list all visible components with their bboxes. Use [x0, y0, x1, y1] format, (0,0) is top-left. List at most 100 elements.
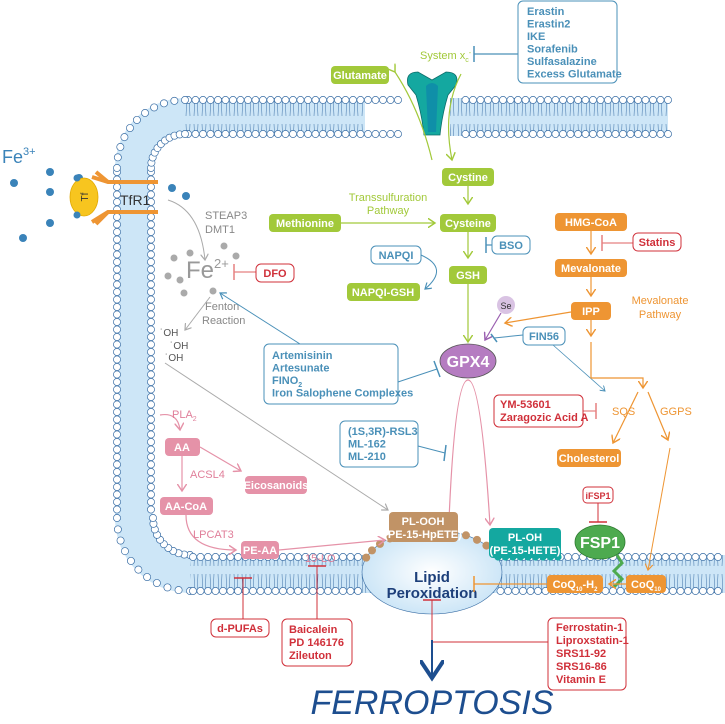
gpx4-inhibitor: Artesunate: [272, 363, 329, 375]
pl-oh-label-1: PL-OH: [508, 532, 542, 544]
radical-trapping-inhibitor: SRS11-92: [556, 648, 606, 660]
system-xc-label: System xc-: [420, 50, 472, 64]
gpx4-inhibitor: (1S,3R)-RSL3: [348, 426, 418, 438]
iron-ion: [164, 272, 172, 280]
radical-trapping-inhibitor: Liproxstatin-1: [556, 635, 629, 647]
lipid-peroxidation-label-2: Peroxidation: [387, 585, 478, 602]
iron-ion: [220, 242, 228, 250]
coq10h2-label: CoQ10-H2: [553, 579, 599, 593]
15-lo-label: 15-LO: [305, 553, 336, 565]
pl-ooh-node[interactable]: [389, 512, 458, 542]
gpx4-inhibitor: Iron Salophene Complexes: [272, 388, 413, 400]
lipid-peroxidation-label-1: Lipid: [414, 569, 450, 586]
steap3-label: STEAP3: [205, 210, 247, 222]
sqs-label: SQS: [612, 406, 635, 418]
ipp-node[interactable]: [571, 302, 611, 320]
xc-inhibitor: Erastin2: [527, 19, 570, 31]
ferroptosis-label: FERROPTOSIS: [310, 684, 553, 722]
gpx4-label: GPX4: [447, 354, 490, 371]
bso-node[interactable]: [491, 235, 531, 255]
iron-ion: [46, 168, 54, 176]
iron-ion: [170, 254, 178, 262]
fenton-label-2: Reaction: [202, 315, 245, 327]
gpx4-inhibitor: Artemisinin: [272, 350, 333, 362]
glutamate-label: Glutamate: [333, 70, 387, 82]
system-xc-transporter: [395, 72, 462, 160]
lpcat3-label: LPCAT3: [193, 529, 234, 541]
statins-node[interactable]: [632, 232, 682, 252]
sqs-inhibitors-box: [493, 394, 584, 428]
coq10h2-node[interactable]: [547, 575, 603, 593]
transferrin-receptor: [69, 170, 158, 226]
cysteine-label: Cysteine: [445, 218, 491, 230]
sqs-inhibitor: YM-53601: [500, 399, 551, 411]
napqi-label: NAPQI: [379, 250, 414, 262]
iron-ion: [19, 234, 27, 242]
radical-trapping-inhibitor-list: Ferrostatin-1Liproxstatin-1SRS11-92SRS16…: [556, 622, 629, 686]
iron-ion: [180, 289, 188, 297]
transferrin: [69, 177, 99, 217]
pl-oh-node[interactable]: [489, 528, 561, 558]
iron-ion: [209, 287, 217, 295]
15-lo-inhibitors-box: [281, 618, 353, 667]
cystine-node[interactable]: [442, 168, 494, 186]
cysteine-node[interactable]: [440, 214, 496, 232]
iron-ion: [46, 188, 54, 196]
pla2-label: PLA2: [172, 409, 197, 423]
sqs-inhibitor: Zaragozic Acid A: [500, 412, 588, 424]
methionine-node[interactable]: [269, 214, 341, 232]
pl-ooh-label-2: (PE-15-HpETE): [384, 529, 462, 541]
intracellular-iron-dots: [164, 242, 240, 297]
pe-aa-node[interactable]: [241, 541, 279, 559]
glutamate-node[interactable]: [331, 66, 389, 84]
coq10-node[interactable]: [626, 575, 666, 593]
eicosanoids-node[interactable]: [245, 476, 307, 494]
d-pufas-node[interactable]: [210, 618, 270, 638]
napqi-gsh-node[interactable]: [347, 283, 420, 301]
mevalonate-pathway-label-2: Pathway: [639, 309, 682, 321]
xc-inhibitor: Erastin: [527, 6, 565, 18]
radical-trapping-inhibitor: SRS16-86: [556, 661, 607, 673]
hmg-coa-label: HMG-CoA: [565, 217, 617, 229]
cholesterol-node[interactable]: [557, 449, 621, 467]
aa-coa-label: AA-CoA: [165, 501, 207, 513]
coq10-label: CoQ10: [631, 579, 662, 593]
aa-coa-node[interactable]: [160, 497, 213, 515]
aa-node[interactable]: [165, 438, 200, 456]
radical-trapping-inhibitors-box: [547, 617, 627, 691]
dfo-label: DFO: [263, 268, 287, 280]
lipid-heads: [113, 96, 722, 595]
gpx4-inhibitors-box-b: [339, 420, 419, 468]
fin56-node[interactable]: [522, 326, 566, 346]
gpx4-inhibitor: ML-210: [348, 451, 386, 463]
radical-trapping-inhibitor: Vitamin E: [556, 674, 606, 686]
iron-ion: [186, 249, 194, 257]
radical-trapping-inhibitor: Ferrostatin-1: [556, 622, 623, 634]
hydroxyl-radical-3: ˙OH: [165, 353, 183, 364]
iron-ion: [10, 179, 18, 187]
xc-inhibitor: IKE: [527, 31, 545, 43]
fsp1-label: FSP1: [580, 535, 620, 552]
gpx4-node[interactable]: [439, 343, 497, 379]
system-xc-inhibitor-list: ErastinErastin2IKESorafenibSulfasalazine…: [527, 6, 622, 81]
gsh-node[interactable]: [449, 266, 487, 284]
xc-inhibitor: Excess Glutamate: [527, 69, 622, 81]
bso-label: BSO: [499, 240, 523, 252]
transsulfuration-label-2: Pathway: [367, 205, 410, 217]
xc-inhibitor: Sulfasalazine: [527, 56, 597, 68]
mevalonate-node[interactable]: [555, 259, 627, 277]
hydroxyl-radical-2: ˙OH: [170, 341, 188, 352]
cystine-label: Cystine: [448, 172, 488, 184]
hydroxyl-radical-1: ˙OH: [160, 328, 178, 339]
hmg-coa-node[interactable]: [555, 213, 627, 231]
fenton-label-1: Fenton: [205, 301, 239, 313]
selenium-node[interactable]: [497, 296, 515, 314]
fsp1-node[interactable]: [574, 524, 626, 560]
d-pufas-label: d-PUFAs: [217, 623, 263, 635]
dfo-node[interactable]: [255, 263, 295, 283]
